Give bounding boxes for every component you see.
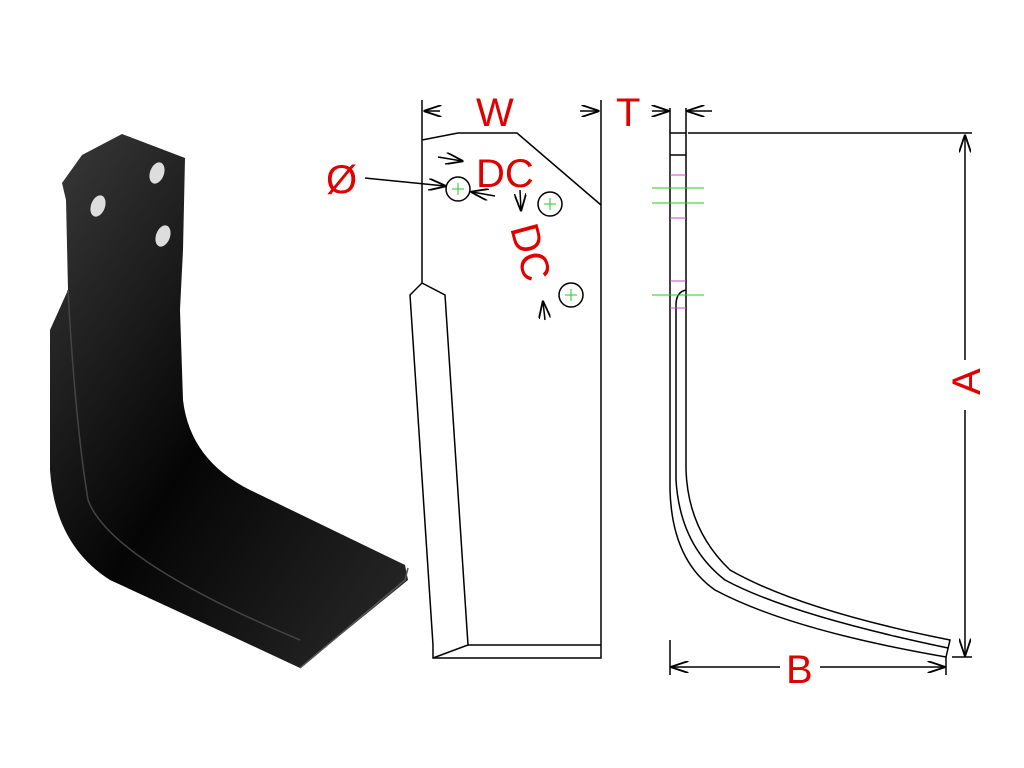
mount-hole-icon bbox=[90, 195, 106, 217]
front-view: W Ø DC DC bbox=[326, 91, 602, 659]
side-view: T A B bbox=[616, 91, 989, 692]
depth-label: B bbox=[786, 648, 813, 692]
hole-spacing-label: DC bbox=[501, 219, 558, 286]
mount-hole-icon bbox=[155, 225, 171, 247]
thickness-label: T bbox=[616, 91, 640, 135]
blade-3d-render bbox=[50, 134, 409, 669]
width-label: W bbox=[476, 91, 514, 135]
hole-spacing-label: DC bbox=[476, 152, 534, 196]
mount-hole-icon bbox=[149, 162, 165, 184]
diameter-label: Ø bbox=[326, 158, 357, 202]
height-label: A bbox=[945, 368, 989, 395]
